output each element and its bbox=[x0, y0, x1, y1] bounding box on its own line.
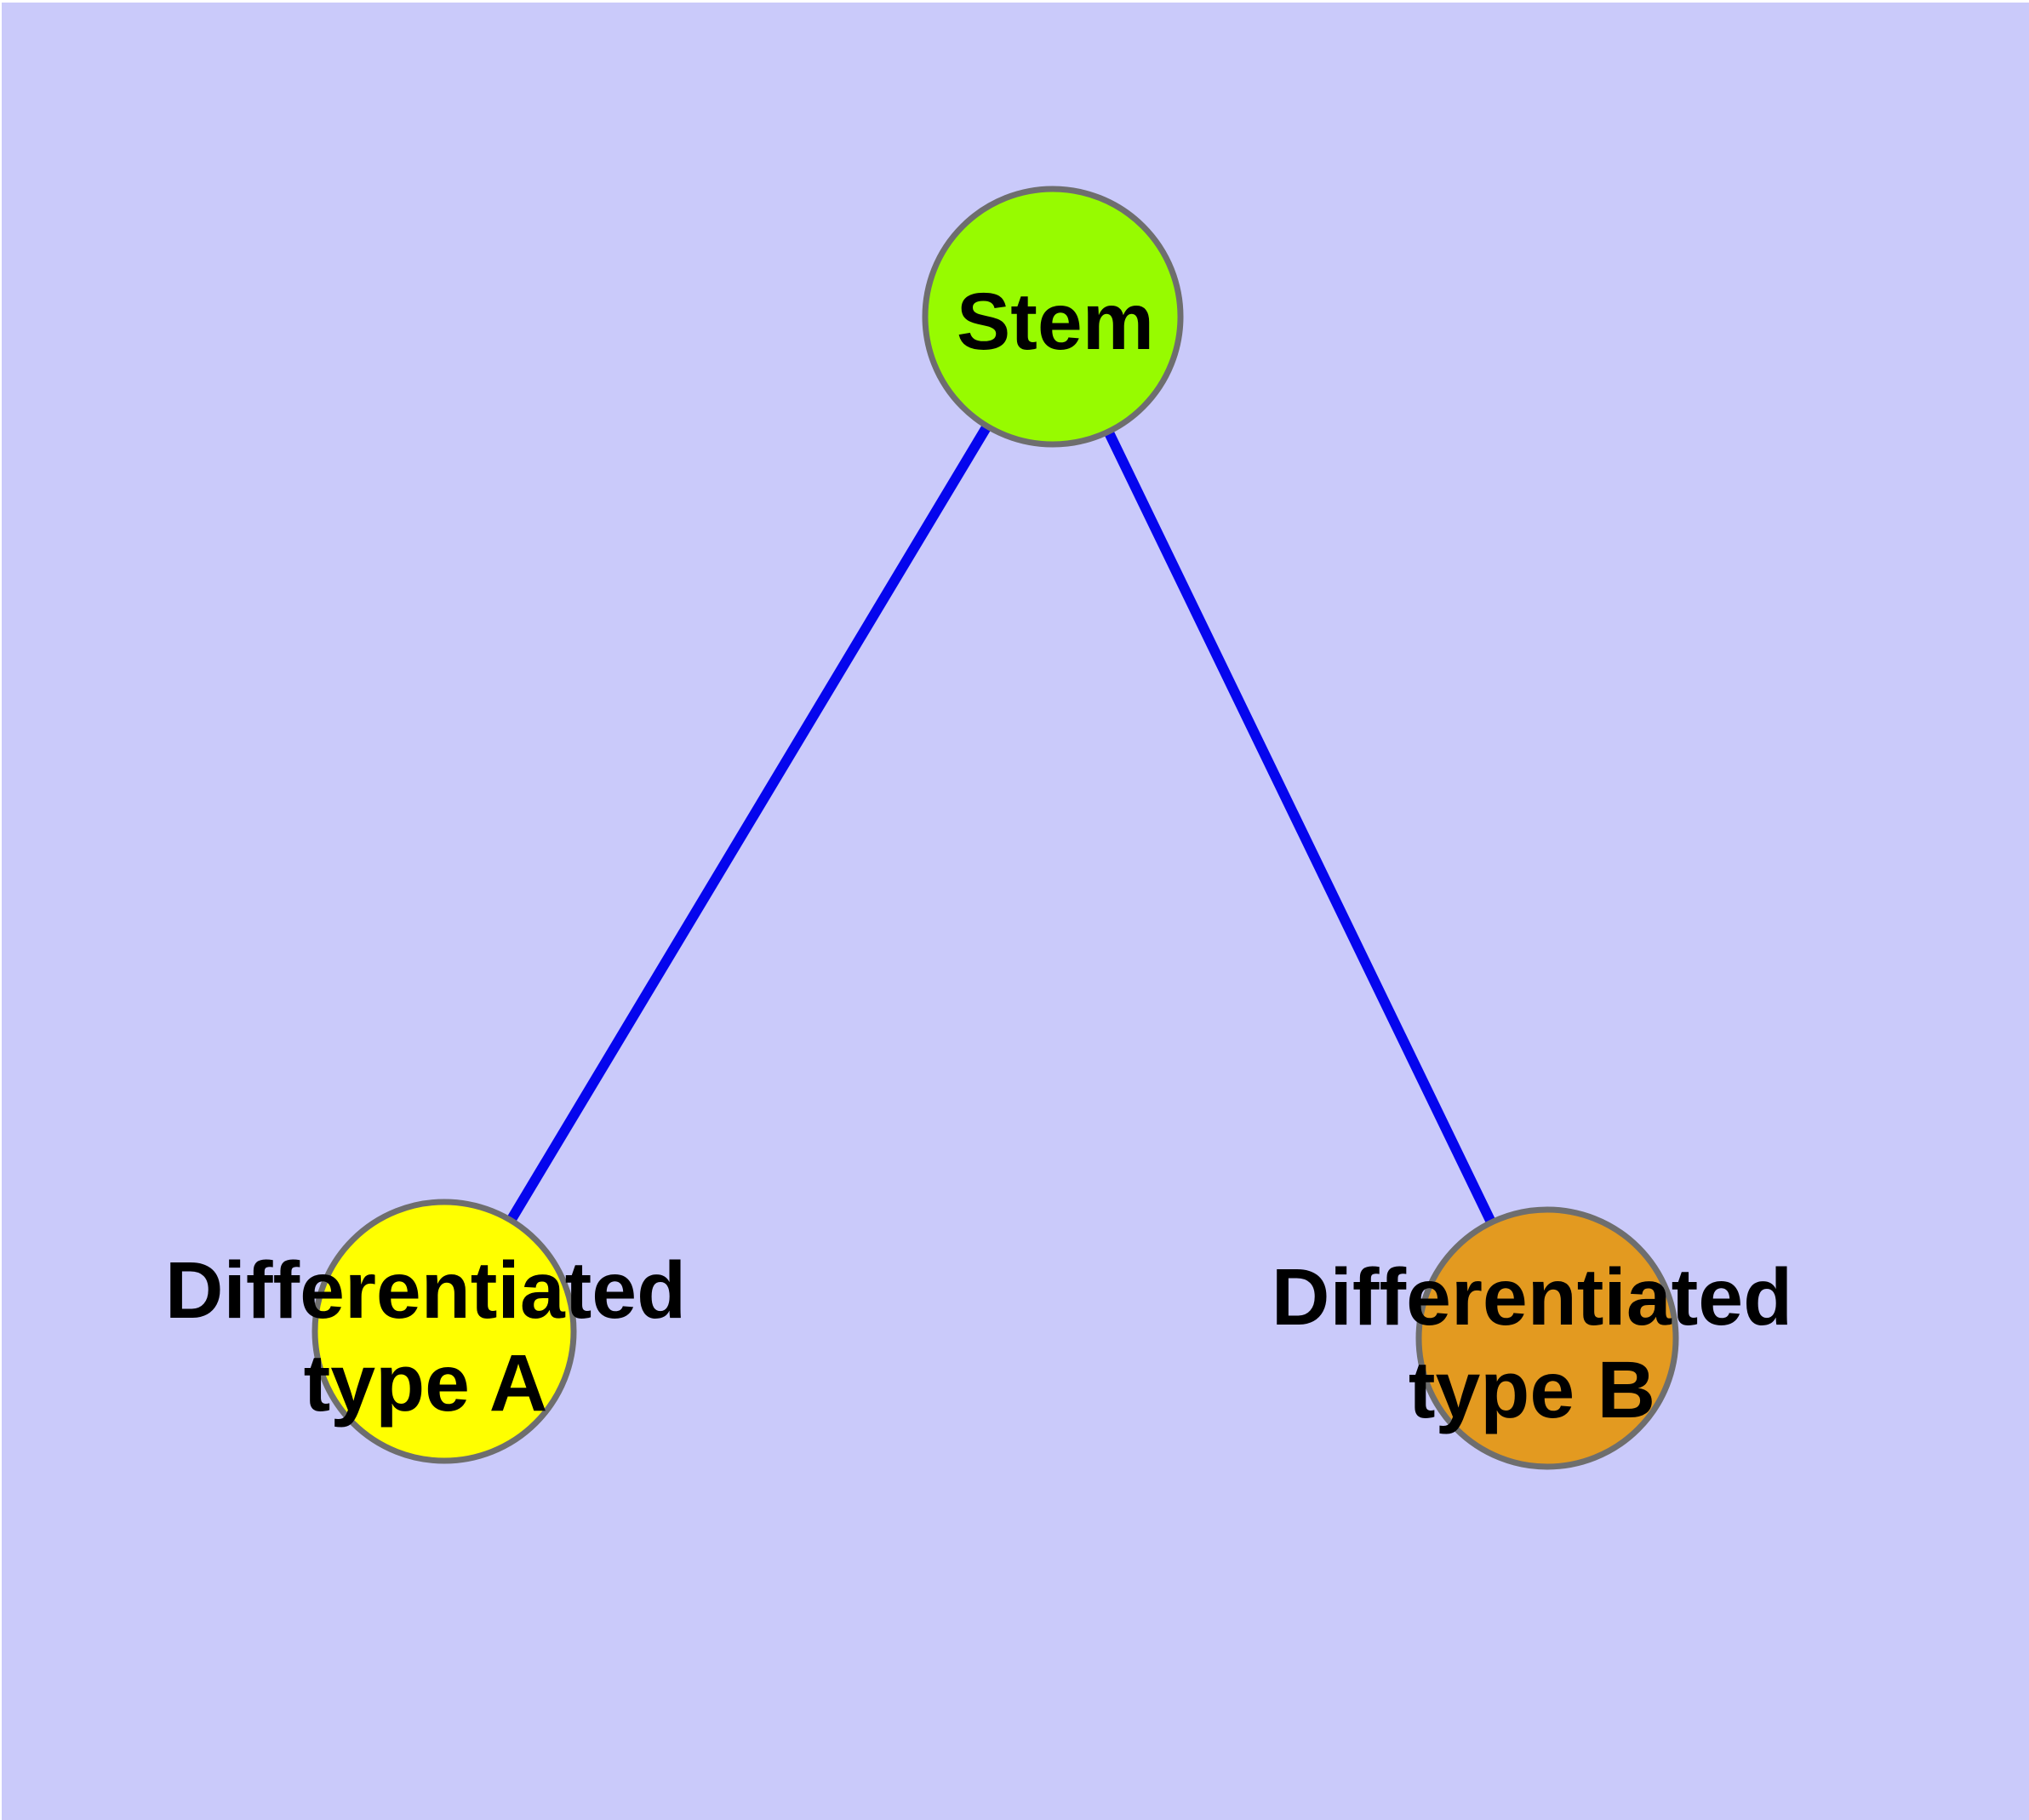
node-diff-a-label-line-1: Differentiated bbox=[165, 1245, 686, 1336]
edge-stem-to-diff-a bbox=[439, 313, 1058, 1335]
node-diff-b-circle bbox=[1415, 1206, 1679, 1470]
node-stem-label: Stem bbox=[957, 277, 1154, 367]
node-diff-b-label-line-2: type B bbox=[1409, 1345, 1655, 1435]
node-diff-a-label-line-2: type A bbox=[304, 1338, 548, 1428]
node-diff-a-circle bbox=[311, 1199, 577, 1464]
node-stem-label-line-1: Stem bbox=[957, 277, 1154, 367]
node-diff-b-label-line-1: Differentiated bbox=[1272, 1252, 1792, 1342]
node-stem-circle bbox=[922, 186, 1184, 448]
edge-stem-to-diff-b bbox=[1048, 314, 1552, 1341]
